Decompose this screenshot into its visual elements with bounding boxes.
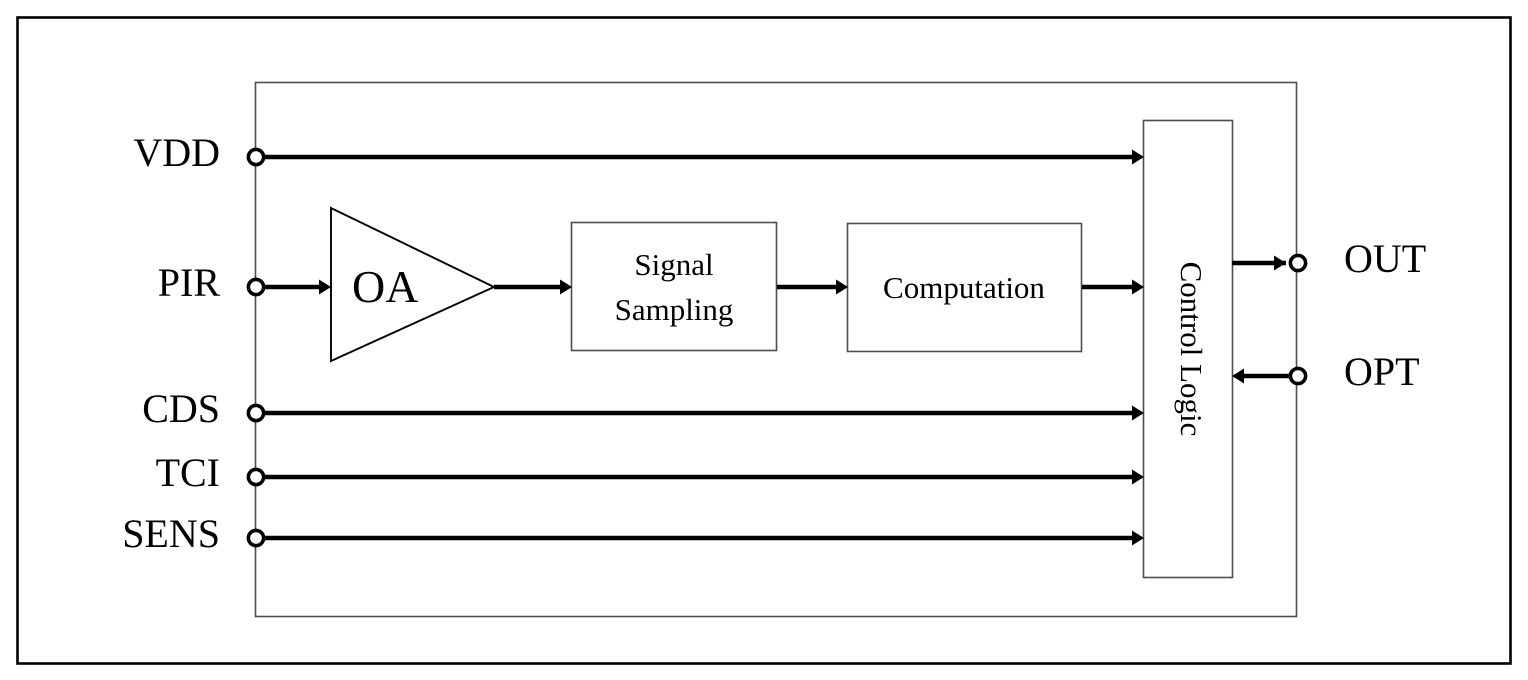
arrowhead-cds bbox=[1132, 405, 1144, 421]
pin-label-pir: PIR bbox=[158, 260, 221, 305]
pin-label-tci: TCI bbox=[156, 450, 220, 495]
block-amplifier-label: OA bbox=[352, 261, 418, 312]
pin-terminal-vdd[interactable] bbox=[246, 147, 266, 167]
pin-terminal-sens[interactable] bbox=[246, 528, 266, 548]
arrowhead-oa-to-sampling bbox=[560, 279, 572, 295]
arrowhead-sens bbox=[1132, 530, 1144, 546]
arrowhead-out bbox=[1274, 255, 1286, 271]
block-amplifier bbox=[330, 206, 497, 363]
block-control-logic-label: Control Logic bbox=[1174, 262, 1209, 437]
pin-label-sens: SENS bbox=[122, 511, 220, 556]
block-signal-sampling-label-line1: Signal bbox=[634, 247, 713, 282]
pin-terminal-cds[interactable] bbox=[246, 403, 266, 423]
outer-frame bbox=[16, 16, 1512, 665]
chip-boundary bbox=[254, 81, 1298, 618]
arrowhead-vdd bbox=[1132, 149, 1144, 165]
block-computation bbox=[846, 222, 1083, 353]
arrowhead-sampling-to-computation bbox=[836, 279, 848, 295]
arrowhead-pir bbox=[319, 279, 331, 295]
block-signal-sampling bbox=[570, 221, 778, 352]
block-computation-label: Computation bbox=[883, 270, 1045, 305]
pin-label-cds: CDS bbox=[142, 386, 220, 431]
arrowhead-computation-to-control bbox=[1132, 279, 1144, 295]
arrowhead-opt bbox=[1232, 368, 1244, 384]
pin-label-opt: OPT bbox=[1344, 349, 1420, 394]
pin-terminal-out[interactable] bbox=[1288, 253, 1308, 273]
block-control-logic bbox=[1142, 119, 1234, 579]
pin-label-out: OUT bbox=[1344, 236, 1426, 281]
pin-label-vdd: VDD bbox=[133, 130, 220, 175]
pin-terminal-tci[interactable] bbox=[246, 467, 266, 487]
block-signal-sampling-label-line2: Sampling bbox=[615, 292, 734, 327]
pin-terminal-pir[interactable] bbox=[246, 277, 266, 297]
arrowhead-tci bbox=[1132, 469, 1144, 485]
pin-terminal-opt[interactable] bbox=[1288, 366, 1308, 386]
